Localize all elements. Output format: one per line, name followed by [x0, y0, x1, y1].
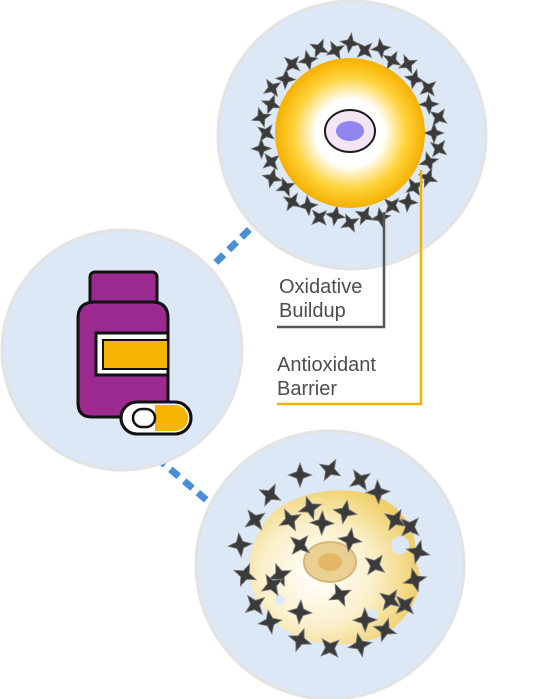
- oxidative-label-line2: Buildup: [279, 300, 346, 322]
- antioxidant-label-line2: Barrier: [277, 378, 338, 400]
- oxidative-callout-line: [277, 212, 386, 329]
- connector-bottom: [140, 443, 213, 506]
- oxidative-label-line1: Oxidative: [279, 276, 363, 298]
- antioxidant-label-line1: Antioxidant: [277, 354, 376, 376]
- capsule-icon: [119, 400, 193, 436]
- damaged-cell: [248, 490, 420, 645]
- cell-nucleus: [336, 121, 364, 141]
- supplement-bottle-icon: [76, 270, 170, 419]
- antioxidant-callout-line: [277, 170, 423, 406]
- connector-top: [200, 221, 258, 278]
